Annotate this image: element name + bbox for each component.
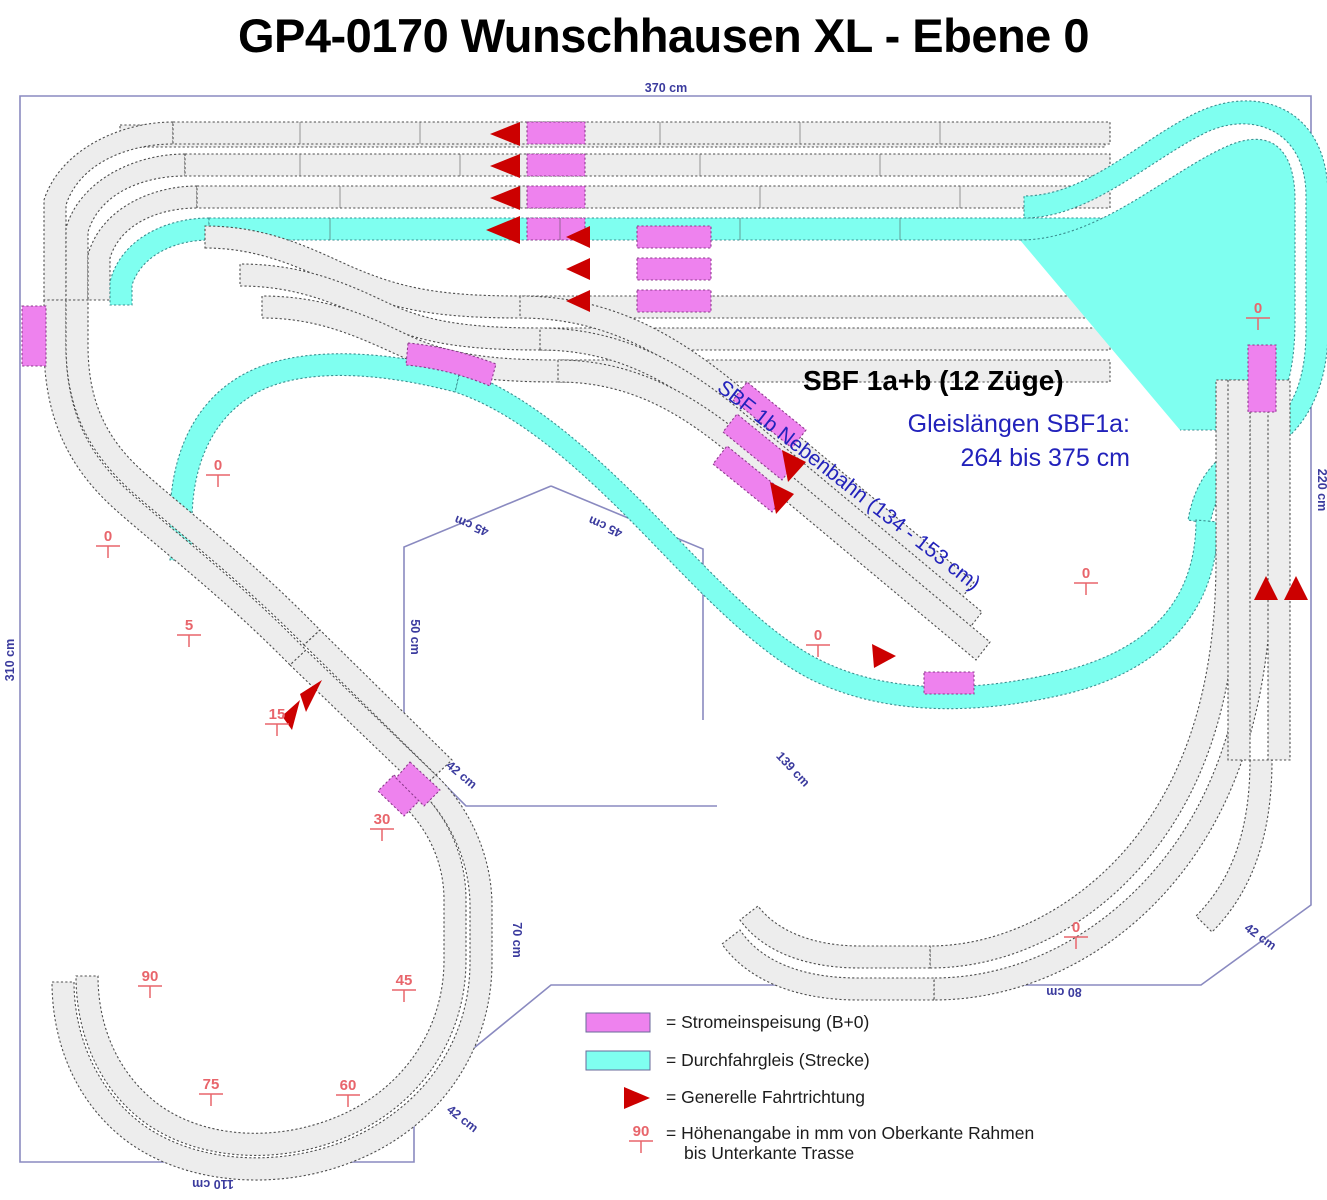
height-marker: 15 [265, 706, 289, 736]
direction-arrow [872, 644, 896, 668]
direction-arrow [566, 290, 590, 312]
direction-arrow [770, 482, 794, 514]
direction-arrow [300, 680, 322, 712]
dim-bottom-right-diagonal: 139 cm [773, 749, 812, 790]
dim-cutout-tl: 45 cm [452, 513, 490, 539]
svg-text:0: 0 [104, 528, 112, 545]
legend-label-power-feed: = Stromeinspeisung (B+0) [666, 1012, 869, 1032]
dim-right-chamfer: 42 cm [1242, 921, 1279, 953]
legend-label-direction: = Generelle Fahrtrichtung [666, 1087, 865, 1107]
legend-direction-arrow-icon [624, 1087, 650, 1109]
svg-text:15: 15 [269, 706, 286, 723]
track-network [21, 100, 1327, 1181]
height-marker: 45 [392, 972, 416, 1002]
direction-arrow [566, 226, 590, 248]
height-marker: 30 [370, 811, 394, 841]
svg-text:0: 0 [214, 457, 222, 474]
dim-left: 310 cm [3, 639, 17, 681]
direction-arrows [282, 122, 1308, 730]
svg-text:75: 75 [203, 1076, 220, 1093]
svg-text:0: 0 [1254, 300, 1262, 317]
legend: = Stromeinspeisung (B+0) = Durchfahrglei… [585, 1012, 1034, 1163]
legend-label-through-track: = Durchfahrgleis (Strecke) [666, 1050, 870, 1070]
height-marker: 0 [1246, 300, 1270, 330]
legend-swatch-through-track [585, 1050, 651, 1071]
height-marker: 0 [1074, 565, 1098, 595]
height-marker: 60 [336, 1077, 360, 1107]
direction-arrow [486, 216, 520, 244]
svg-text:60: 60 [340, 1077, 357, 1094]
legend-height-marker-value: 90 [633, 1123, 650, 1140]
direction-arrow [282, 700, 300, 730]
height-marker: 0 [96, 528, 120, 558]
height-marker: 0 [806, 627, 830, 657]
legend-swatch-power-feed [585, 1012, 651, 1033]
dim-bottom-right: 80 cm [1046, 985, 1081, 999]
direction-arrow [490, 122, 520, 146]
direction-arrow [1254, 576, 1278, 600]
sbf-lengths-line1: Gleislängen SBF1a: [908, 410, 1130, 438]
dim-inner-right: 70 cm [510, 922, 524, 957]
svg-text:45: 45 [396, 972, 413, 989]
sbf-lengths-line2: 264 bis 375 cm [960, 444, 1130, 472]
legend-label-height-line1: = Höhenangabe in mm von Oberkante Rahmen [666, 1123, 1034, 1143]
dim-cutout-tr: 45 cm [586, 513, 624, 540]
dim-inner-chamfer: 42 cm [444, 1102, 481, 1135]
direction-arrow [566, 258, 590, 280]
dim-top: 370 cm [645, 81, 687, 95]
page-title: GP4-0170 Wunschhausen XL - Ebene 0 [237, 9, 1090, 62]
height-markers: 0 0 0 5 15 30 0 0 0 45 90 75 60 [96, 300, 1270, 1107]
svg-text:0: 0 [1072, 919, 1080, 936]
dim-cutout-left: 50 cm [408, 619, 422, 654]
sbf-heading: SBF 1a+b (12 Züge) [803, 365, 1064, 396]
direction-arrow [490, 154, 520, 178]
svg-text:0: 0 [814, 627, 822, 644]
dim-right: 220 cm [1315, 469, 1327, 511]
dim-bottom-left: 110 cm [192, 1177, 234, 1191]
svg-text:90: 90 [142, 968, 159, 985]
svg-text:30: 30 [374, 811, 391, 828]
height-marker: 0 [1064, 919, 1088, 949]
height-marker: 5 [177, 617, 201, 647]
legend-label-height-line2: bis Unterkante Trasse [684, 1143, 854, 1163]
dim-cutout-bl: 42 cm [443, 758, 479, 792]
svg-text:0: 0 [1082, 565, 1090, 582]
height-marker: 90 [138, 968, 162, 998]
direction-arrow [490, 186, 520, 210]
svg-text:5: 5 [185, 617, 193, 634]
height-marker: 0 [206, 457, 230, 487]
height-marker: 75 [199, 1076, 223, 1106]
direction-arrow [782, 450, 806, 482]
direction-arrow [1284, 576, 1308, 600]
